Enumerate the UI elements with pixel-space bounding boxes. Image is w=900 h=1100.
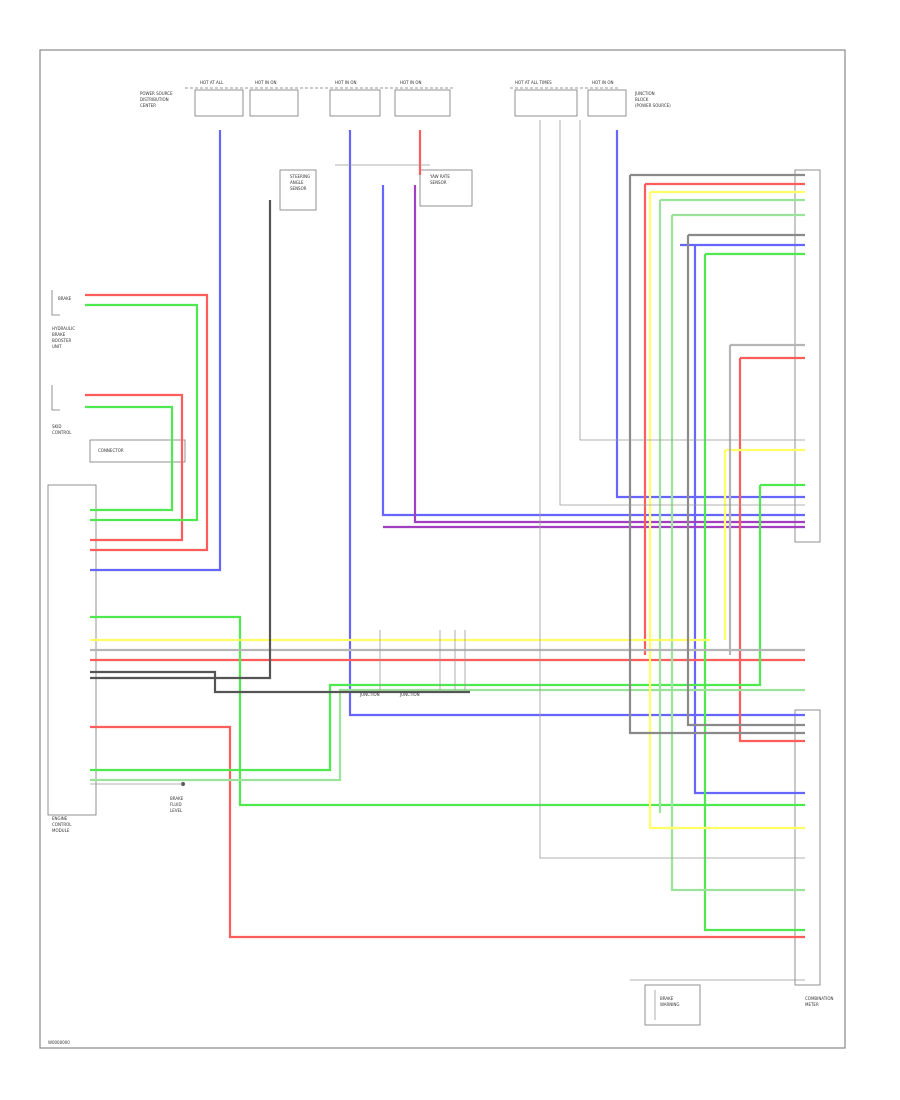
svg-text:YAW RATE: YAW RATE bbox=[429, 174, 450, 179]
svg-text:UNIT: UNIT bbox=[52, 344, 62, 349]
svg-text:BLOCK: BLOCK bbox=[635, 97, 649, 102]
svg-text:JUNCTION: JUNCTION bbox=[399, 692, 420, 697]
svg-text:SENSOR: SENSOR bbox=[430, 180, 447, 185]
svg-text:POWER SOURCE: POWER SOURCE bbox=[140, 91, 173, 96]
svg-text:HYDRAULIC: HYDRAULIC bbox=[52, 326, 75, 331]
svg-text:ANGLE: ANGLE bbox=[290, 180, 304, 185]
top-connectors bbox=[185, 87, 627, 211]
svg-text:CONTROL: CONTROL bbox=[52, 822, 72, 827]
svg-text:CONTROL: CONTROL bbox=[52, 430, 72, 435]
svg-text:HOT IN ON: HOT IN ON bbox=[592, 80, 613, 85]
right-module bbox=[644, 169, 821, 1026]
svg-text:HOT IN ON: HOT IN ON bbox=[335, 80, 356, 85]
svg-text:CENTER: CENTER bbox=[140, 103, 156, 108]
svg-text:SENSOR: SENSOR bbox=[290, 186, 307, 191]
svg-text:LEVEL: LEVEL bbox=[170, 808, 183, 813]
svg-text:HOT AT ALL: HOT AT ALL bbox=[200, 80, 224, 85]
svg-text:BRAKE: BRAKE bbox=[660, 996, 674, 1001]
svg-text:BOOSTER: BOOSTER bbox=[52, 338, 71, 343]
left-labels: BRAKE HYDRAULIC BRAKE BOOSTER UNIT SKID … bbox=[52, 296, 834, 1007]
svg-text:ENGINE: ENGINE bbox=[52, 816, 68, 821]
diagram-frame bbox=[39, 49, 846, 1049]
footer-code: W0000000 bbox=[48, 1040, 70, 1045]
svg-text:STEERING: STEERING bbox=[290, 174, 310, 179]
svg-text:DISTRIBUTION: DISTRIBUTION bbox=[140, 97, 169, 102]
left-modules bbox=[47, 290, 186, 816]
svg-text:BRAKE: BRAKE bbox=[58, 296, 72, 301]
svg-text:HOT IN ON: HOT IN ON bbox=[255, 80, 276, 85]
svg-text:MODULE: MODULE bbox=[52, 828, 70, 833]
svg-text:CONNECTOR: CONNECTOR bbox=[98, 448, 124, 453]
svg-text:BRAKE: BRAKE bbox=[52, 332, 66, 337]
svg-text:HOT IN ON: HOT IN ON bbox=[400, 80, 421, 85]
svg-text:JUNCTION: JUNCTION bbox=[359, 692, 380, 697]
svg-text:WARNING: WARNING bbox=[660, 1002, 680, 1007]
svg-text:FLUID: FLUID bbox=[170, 802, 182, 807]
svg-text:(POWER SOURCE): (POWER SOURCE) bbox=[635, 103, 671, 108]
svg-text:BRAKE: BRAKE bbox=[170, 796, 184, 801]
svg-text:METER: METER bbox=[805, 1002, 819, 1007]
svg-text:COMBINATION: COMBINATION bbox=[805, 996, 834, 1001]
top-labels: POWER SOURCE DISTRIBUTION CENTER HOT AT … bbox=[140, 80, 671, 191]
svg-text:JUNCTION: JUNCTION bbox=[634, 91, 655, 96]
svg-text:SKID: SKID bbox=[52, 424, 61, 429]
svg-text:HOT AT ALL TIMES: HOT AT ALL TIMES bbox=[515, 80, 552, 85]
